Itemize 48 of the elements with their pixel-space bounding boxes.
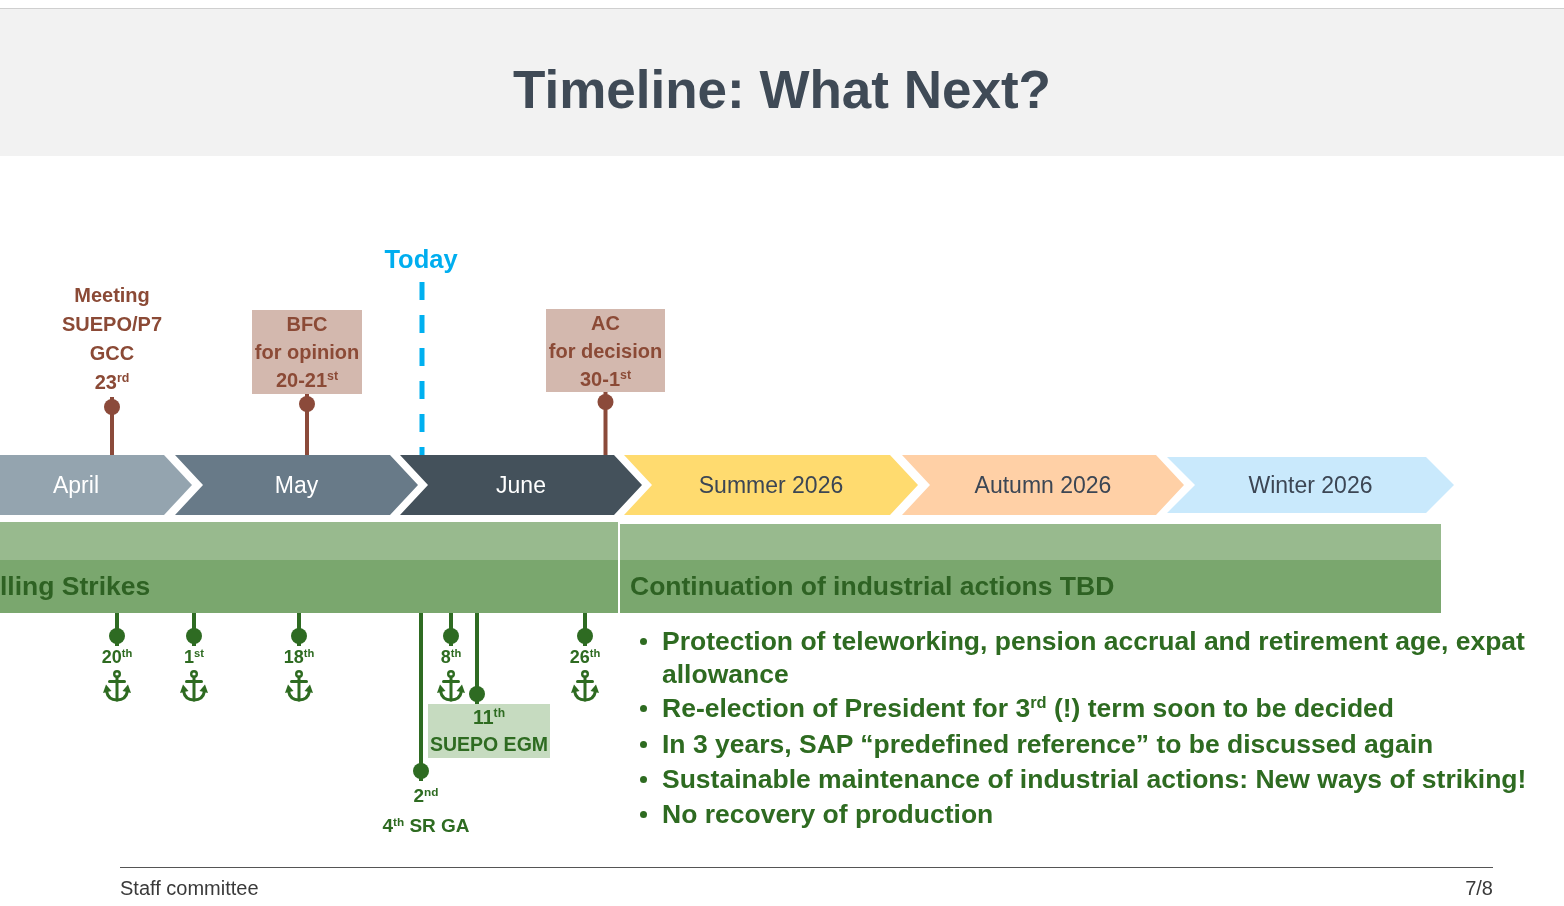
timeline-segment: Summer 2026 bbox=[624, 455, 918, 515]
event-box bbox=[428, 704, 550, 758]
pin-line bbox=[109, 613, 125, 646]
event-box bbox=[546, 309, 665, 392]
date-label: 11$^{th}$ bbox=[473, 705, 505, 730]
bullet-text: Re-election of President for 3$^{rd}$ (!) term soon to be decided bbox=[662, 691, 1395, 725]
page-number: 7/8 bbox=[1465, 876, 1493, 900]
bullet-text: Sustainable maintenance of industrial actions: New ways of striking! bbox=[662, 762, 1527, 796]
event-label: SUEPO/P7 GCC bbox=[60, 312, 163, 366]
pin-line bbox=[291, 613, 307, 646]
event-label: for decision bbox=[548, 339, 663, 364]
event-title: BFC bbox=[286, 312, 328, 337]
date-label: 23$^{rd}$ bbox=[94, 370, 130, 395]
pin-line bbox=[577, 613, 593, 646]
timeline-segment: April bbox=[0, 455, 192, 515]
bullet-text: No recovery of production bbox=[662, 797, 994, 831]
action-band: Continuation of industrial actions TBD bbox=[620, 524, 1441, 613]
bullet-text: Protection of teleworking, pension accrual and retirement age, expat allowance bbox=[662, 624, 1526, 691]
date-label: 26$^{th}$ bbox=[569, 646, 601, 668]
pin-line bbox=[299, 394, 315, 455]
date-label: 18$^{th}$ bbox=[283, 646, 315, 668]
timeline-segment: June bbox=[400, 455, 642, 515]
pin-line bbox=[443, 613, 459, 646]
marker-label: Today bbox=[384, 244, 458, 275]
timeline-segment: Autumn 2026 bbox=[902, 455, 1184, 515]
action-band: lling Strikes bbox=[0, 522, 618, 613]
event-box bbox=[252, 310, 362, 394]
pin-line bbox=[469, 613, 485, 704]
timeline-segment: May bbox=[175, 455, 418, 515]
pin-line bbox=[597, 392, 614, 455]
date-label: 20$^{th}$ bbox=[101, 646, 133, 668]
pin-line bbox=[104, 397, 120, 455]
event-title: Meeting bbox=[74, 283, 150, 308]
event-label: SUEPO EGM bbox=[429, 732, 549, 757]
event-label: 4$^{th}$ SR GA bbox=[382, 813, 470, 838]
footer-text: Staff committee bbox=[120, 876, 259, 900]
date-label: 30-1$^{st}$ bbox=[579, 367, 632, 392]
date-label: 1$^{st}$ bbox=[184, 646, 204, 668]
event-label: for opinion bbox=[254, 340, 360, 365]
event-title: AC bbox=[591, 311, 620, 336]
bullet-text: In 3 years, SAP “predefined reference” to be discussed again bbox=[662, 727, 1434, 761]
timeline-segment: Winter 2026 bbox=[1167, 457, 1454, 513]
pin-line bbox=[186, 613, 202, 646]
date-label: 20-21$^{st}$ bbox=[275, 368, 339, 393]
slide-title: Timeline: What Next? bbox=[513, 59, 1051, 121]
pin-line bbox=[413, 613, 429, 781]
date-label: 8$^{th}$ bbox=[440, 646, 462, 668]
date-label: 2$^{nd}$ bbox=[413, 783, 439, 808]
